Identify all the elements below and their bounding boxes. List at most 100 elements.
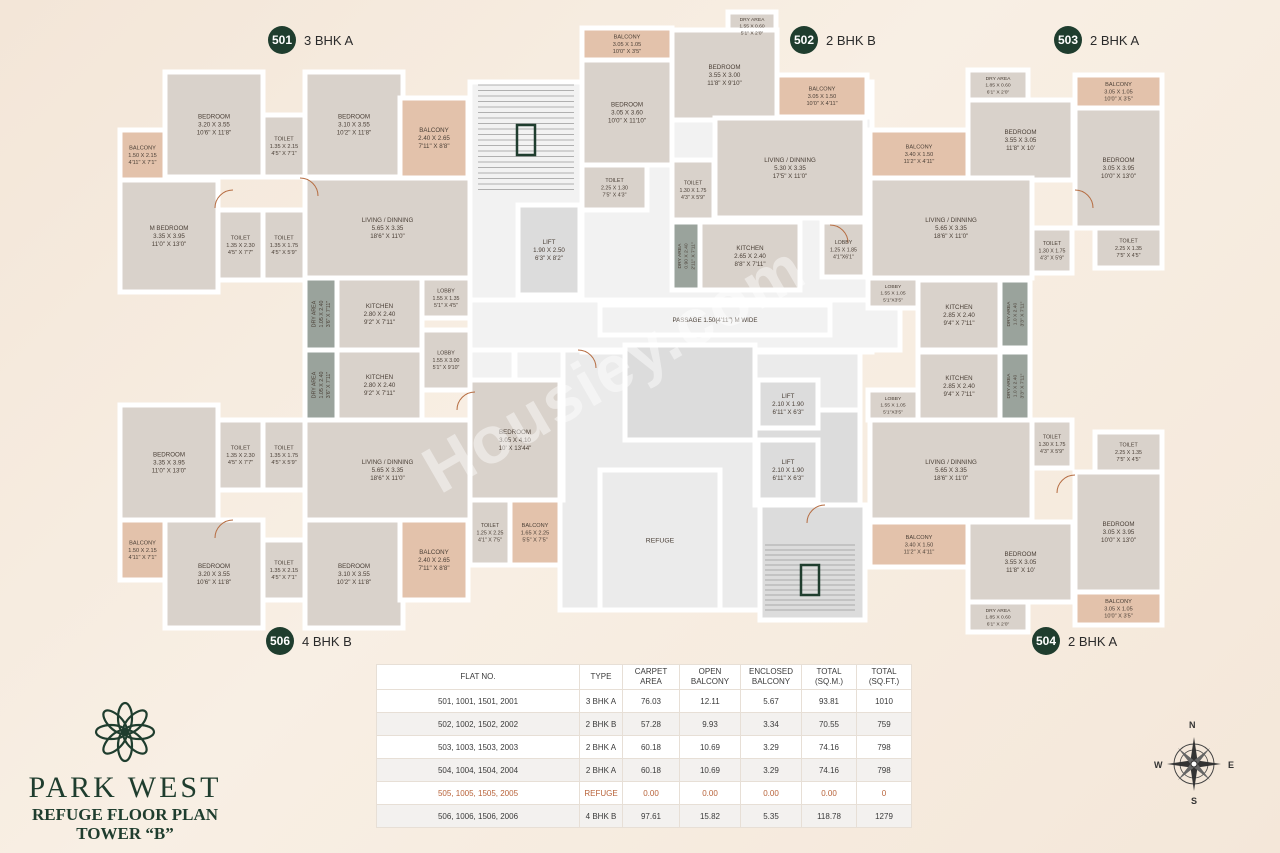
room-name: BALCONY bbox=[906, 535, 933, 541]
table-cell: 2 BHK A bbox=[579, 758, 623, 782]
plan-title: REFUGE FLOOR PLAN bbox=[31, 805, 219, 824]
room-dims: 1.0 X 2.40 bbox=[1013, 374, 1019, 397]
room-name: LIVING / DINNING bbox=[362, 217, 414, 224]
col-type: TYPE bbox=[579, 664, 623, 690]
room-dims: 3.05 X 1.05 bbox=[1104, 606, 1133, 612]
core-area bbox=[622, 342, 758, 443]
room-ft: 10'0" X 13'0" bbox=[1101, 173, 1136, 180]
room-dims: 1.85 X 0.60 bbox=[985, 615, 1011, 621]
room-dims: 1.35 X 2.30 bbox=[226, 243, 255, 249]
door-swing-icon bbox=[1056, 474, 1076, 494]
room-name: DRY AREA bbox=[312, 371, 318, 398]
table-cell: 76.03 bbox=[622, 689, 680, 713]
room-ft: 11'2" X 4'11" bbox=[904, 159, 935, 165]
room-dims: 2.25 X 1.35 bbox=[1115, 450, 1142, 456]
room-r503-dry2 bbox=[997, 277, 1033, 351]
room-r506-bed2 bbox=[162, 517, 266, 631]
unit-badge-504: 504 2 BHK A bbox=[1032, 627, 1117, 655]
room-r501-living bbox=[302, 175, 473, 281]
room-name: LOBBY bbox=[885, 396, 902, 402]
room-ft: 10'0" X 3'5" bbox=[1104, 614, 1132, 620]
room-ft: 6'11" X 6'3" bbox=[772, 409, 803, 416]
stair-north bbox=[478, 84, 574, 190]
room-r501-toilet2 bbox=[215, 207, 266, 283]
room-dims: 1.65 X 2.25 bbox=[521, 530, 550, 536]
table-cell: 503, 1003, 1503, 2003 bbox=[376, 735, 580, 759]
table-cell: 70.55 bbox=[801, 712, 857, 736]
room-name: TOILET bbox=[1043, 435, 1062, 441]
room-r504-dry bbox=[965, 599, 1031, 635]
room-ft: 4'1" X 7'5" bbox=[478, 537, 502, 543]
table-cell: 506, 1006, 1506, 2006 bbox=[376, 804, 580, 828]
room-name: BEDROOM bbox=[338, 114, 370, 121]
room-ft: 4'5" X 5'9" bbox=[271, 250, 296, 256]
room-name: DRY AREA bbox=[986, 76, 1012, 82]
room-name: DRY AREA bbox=[312, 300, 318, 327]
table-cell: 10.69 bbox=[679, 735, 741, 759]
brand-logo: PARK WEST REFUGE FLOOR PLAN TOWER “B” bbox=[20, 700, 230, 843]
room-ft: 11'8" X 10' bbox=[1006, 567, 1035, 574]
door-swing-icon bbox=[214, 519, 234, 539]
room-name: BALCONY bbox=[522, 523, 549, 529]
room-ft: 9'2" X 7'11" bbox=[364, 319, 395, 326]
room-r503-bed2 bbox=[1072, 105, 1165, 231]
room-dims: 1.50 X 2.15 bbox=[128, 153, 157, 159]
room-dims: 1.55 X 1.35 bbox=[433, 296, 460, 302]
room-dims: 3.10 X 3.55 bbox=[338, 571, 370, 578]
room-ft: 4'1"X6'1" bbox=[833, 254, 854, 260]
room-ft: 7'5" X 4'5" bbox=[1117, 253, 1141, 259]
room-ft: 5'1"X3'5" bbox=[883, 409, 903, 415]
room-ft: 11'8" X 10' bbox=[1006, 145, 1035, 152]
door-swing-icon bbox=[577, 349, 597, 369]
room-ft: 5'5" X 7'5" bbox=[522, 538, 547, 544]
room-ft: 7'11" X 8'8" bbox=[418, 143, 449, 150]
room-name: M BEDROOM bbox=[150, 225, 189, 232]
room-name: BEDROOM bbox=[338, 563, 370, 570]
room-name: BEDROOM bbox=[1005, 551, 1037, 558]
room-dims: 3.55 X 3.05 bbox=[1005, 559, 1037, 566]
table-cell: 3.34 bbox=[740, 712, 802, 736]
room-name: BALCONY bbox=[614, 34, 641, 40]
table-cell: 15.82 bbox=[679, 804, 741, 828]
room-dims: 2.85 X 2.40 bbox=[943, 383, 975, 390]
room-dims: 3.05 X 3.95 bbox=[1103, 165, 1135, 172]
door-swing-icon bbox=[1074, 189, 1094, 209]
room-passage bbox=[597, 302, 833, 338]
room-dims: 5.30 X 3.35 bbox=[774, 165, 806, 172]
table-cell: 10.69 bbox=[679, 758, 741, 782]
room-dims: 1.05 X 2.40 bbox=[319, 300, 325, 327]
door-swing-icon bbox=[214, 189, 234, 209]
room-lobby-se bbox=[865, 387, 921, 423]
room-name: LOBBY bbox=[437, 289, 455, 295]
room-dims: 1.50 X 2.15 bbox=[128, 548, 157, 554]
unit-type: 2 BHK A bbox=[1090, 32, 1140, 48]
room-ft: 10'0" X 4'11" bbox=[806, 101, 837, 107]
room-dims: 3.10 X 3.55 bbox=[338, 122, 370, 129]
room-r502-balcony-r bbox=[774, 72, 870, 120]
room-ft: 6'3" X 8'2" bbox=[535, 255, 563, 262]
room-ft: 4'11" X 7'1" bbox=[128, 160, 156, 166]
room-name: PASSAGE 1.50(4'11") M WIDE bbox=[673, 317, 758, 324]
room-dims: 1.35 X 2.30 bbox=[226, 453, 255, 459]
unit-badge-503: 503 2 BHK A bbox=[1054, 26, 1139, 54]
room-name: BEDROOM bbox=[499, 429, 531, 436]
room-name: TOILET bbox=[274, 235, 294, 241]
